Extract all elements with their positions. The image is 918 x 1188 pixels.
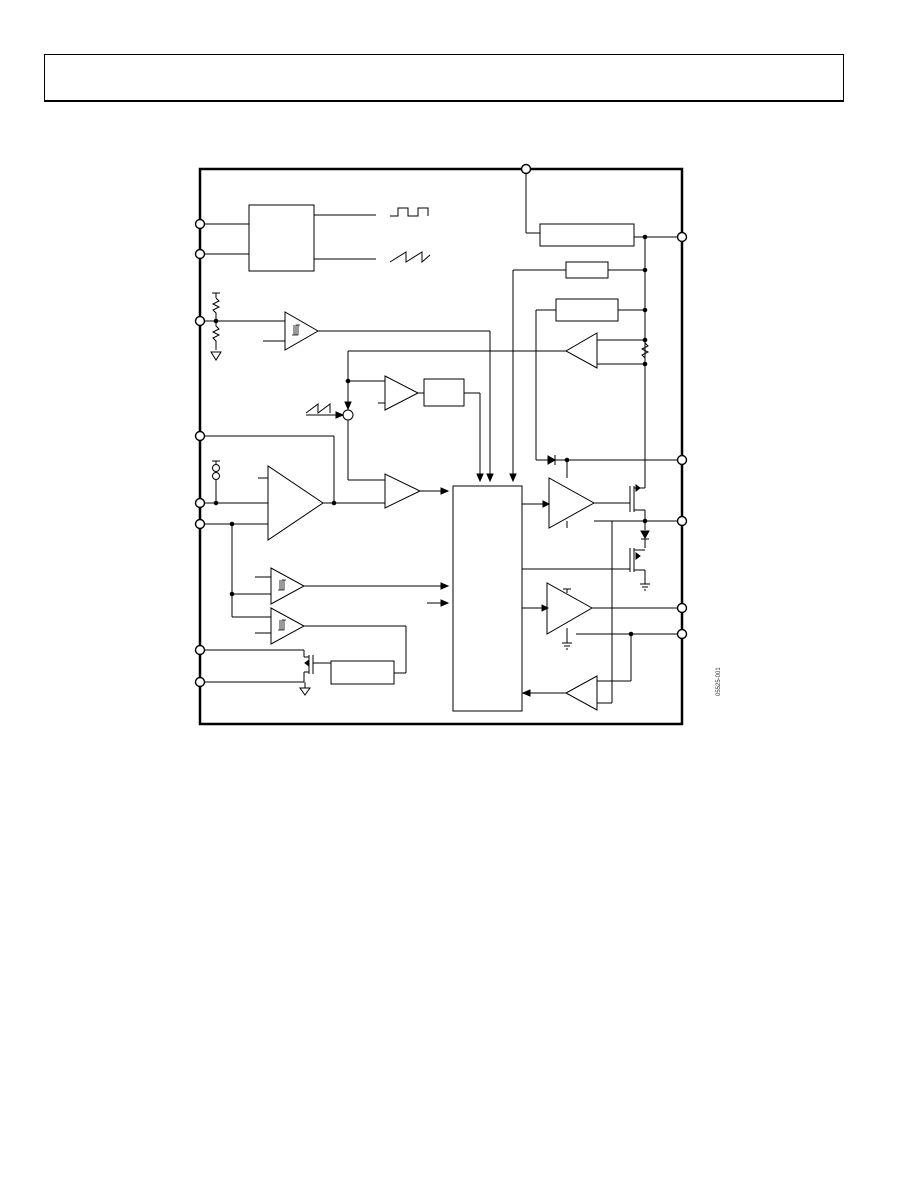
reference-source-icon — [213, 465, 220, 472]
oscillator-block — [249, 205, 314, 271]
pins — [196, 165, 687, 687]
error-amplifier — [268, 466, 323, 540]
clock-square-wave-icon — [390, 208, 428, 216]
top-supply-pin-group — [526, 173, 678, 246]
ramp-comparator — [385, 376, 418, 410]
error-amplifier-group — [204, 436, 385, 540]
feedback-amplifier — [566, 676, 597, 710]
hysteresis-comparator — [285, 312, 318, 350]
low-side-switch-group — [522, 521, 650, 691]
power-good-output-group — [204, 650, 331, 695]
page-header-box — [44, 54, 844, 102]
ground-icon — [211, 352, 221, 360]
pin-top — [522, 165, 531, 174]
high-side-driver-group — [522, 455, 678, 528]
oscillator-group — [204, 205, 430, 271]
ramp-sawtooth-icon — [390, 252, 430, 262]
figure-id-label: 05525-001 — [716, 667, 722, 696]
current-limit-block — [556, 299, 618, 321]
pin-left-6 — [196, 520, 205, 529]
control-logic-block — [453, 486, 522, 711]
pin-left-1 — [196, 220, 205, 229]
pin-right-5 — [678, 630, 687, 639]
power-good-delay-block — [331, 661, 394, 684]
pin-left-5 — [196, 499, 205, 508]
pin-right-4 — [678, 604, 687, 613]
catch-diode-icon — [641, 531, 649, 538]
enable-comparator-group — [204, 293, 493, 481]
pin-left-2 — [196, 250, 205, 259]
power-good-comparator-low — [271, 608, 304, 644]
ramp-input-icon — [306, 404, 330, 413]
output-amplifier-group — [522, 583, 678, 710]
pin-left-3 — [196, 317, 205, 326]
pin-left-7 — [196, 646, 205, 655]
ground-icon-2 — [300, 688, 310, 695]
pin-right-3 — [678, 517, 687, 526]
pin-left-8 — [196, 678, 205, 687]
pwm-comparator — [385, 474, 420, 508]
pwm-comparator-group — [306, 376, 483, 508]
sense-resistor-block — [566, 262, 608, 278]
output-amplifier — [547, 583, 592, 634]
resistor-bottom-icon — [213, 321, 219, 350]
pin-left-4 — [196, 432, 205, 441]
supply-regulator-block — [540, 224, 634, 246]
resistor-top-icon — [213, 298, 219, 321]
current-sense-amplifier — [566, 333, 597, 368]
power-good-group — [230, 524, 448, 684]
summing-node — [343, 410, 353, 420]
current-sense-group — [345, 237, 648, 488]
chip-outline — [200, 169, 682, 724]
latch-block — [424, 379, 464, 406]
power-good-comparator-high — [271, 568, 304, 604]
high-side-driver — [549, 478, 594, 528]
pin-right-2 — [678, 456, 687, 465]
pin-right-1 — [678, 233, 687, 242]
